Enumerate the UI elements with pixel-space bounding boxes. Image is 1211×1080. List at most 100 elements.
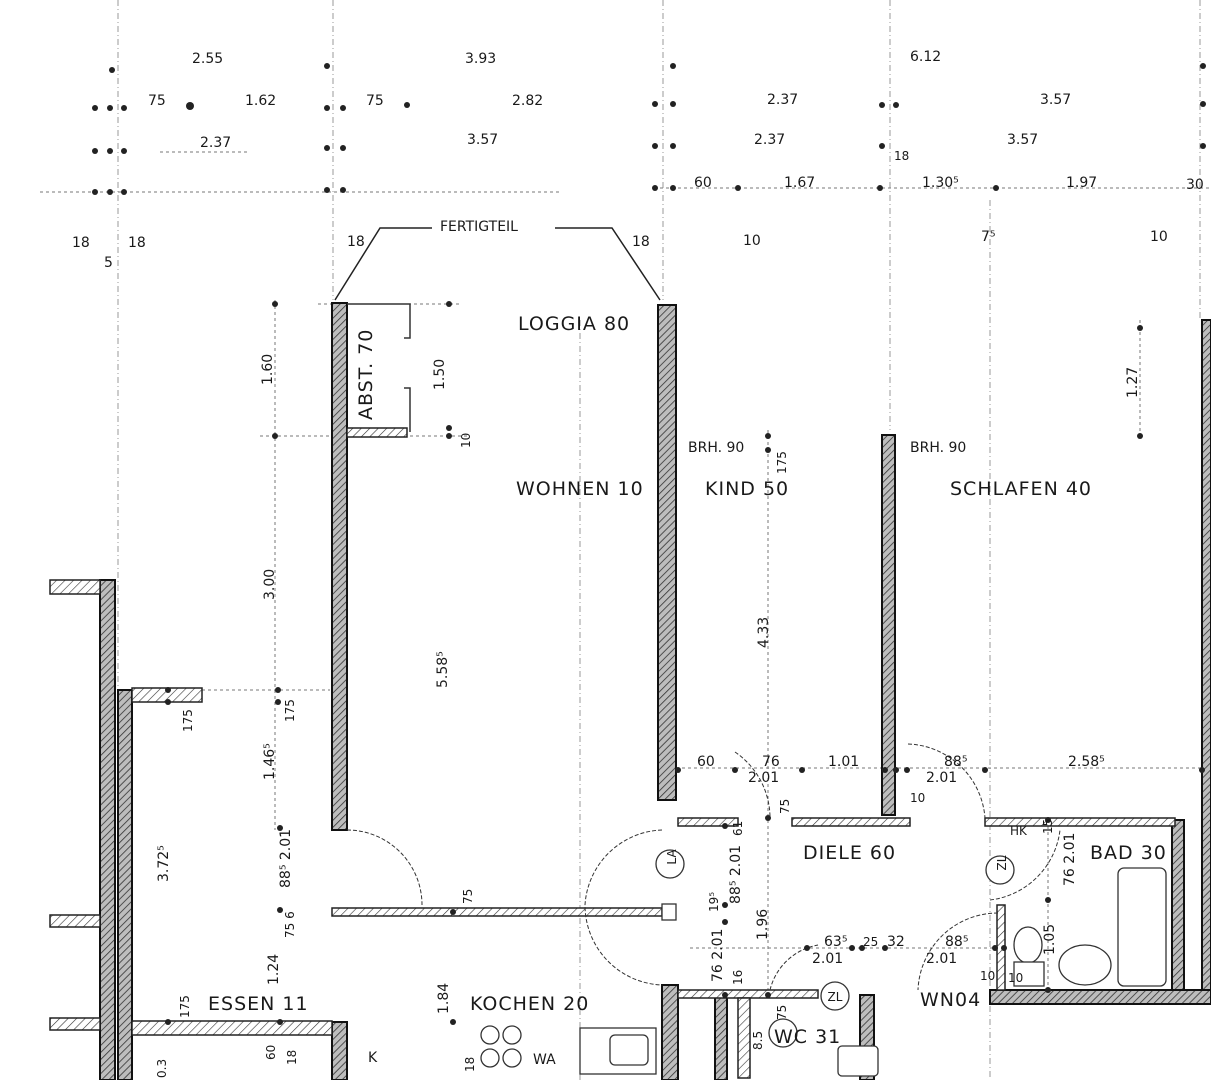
dim-label: 2.37	[767, 92, 798, 108]
zl-symbol-icon	[820, 981, 850, 1011]
dim-label: 75	[775, 1005, 789, 1020]
dim-label: 5	[104, 255, 113, 271]
dim-label: 5.58⁵	[435, 651, 451, 688]
room-schlafen: SCHLAFEN 40	[950, 478, 1092, 500]
dim-label: 3.57	[1007, 132, 1038, 148]
dim-label: 18	[347, 234, 365, 250]
dim-label: 1.01	[828, 754, 859, 770]
dim-label: 10	[743, 233, 761, 249]
dim-label: 75	[148, 93, 166, 109]
bad-toilet-icon	[1013, 926, 1043, 964]
fixtures	[480, 849, 1167, 1077]
dim-label: 2.37	[754, 132, 785, 148]
dim-label: 2.37	[200, 135, 231, 151]
room-labels: LOGGIA 80 ABST. 70 WOHNEN 10 KIND 50 SCH…	[208, 313, 1167, 1068]
dim-label: 2.58⁵	[1068, 754, 1105, 770]
dim-label: 75	[461, 889, 475, 904]
wa-label: WA	[533, 1052, 556, 1068]
details	[334, 227, 1061, 991]
dim-label: 18	[285, 1050, 299, 1065]
dim-label: 1.30⁵	[922, 175, 959, 191]
dim-label: 75	[778, 799, 792, 814]
dim-label: 175	[181, 709, 195, 732]
dim-label: 1.27	[1125, 367, 1141, 398]
dim-label: 3.72⁵	[156, 845, 172, 882]
dim-label: 18	[632, 234, 650, 250]
bathtub-icon	[1117, 867, 1167, 987]
room-kochen: KOCHEN 20	[470, 993, 589, 1015]
dim-label: 10	[1150, 229, 1168, 245]
dim-label: 63⁵	[824, 934, 847, 950]
dim-label: 175	[283, 699, 297, 722]
room-abst: ABST. 70	[355, 329, 377, 420]
dim-label: 32	[887, 934, 905, 950]
dim-label: 2.01	[812, 951, 843, 967]
dim-label: 1.67	[784, 175, 815, 191]
dim-label: 88⁵	[944, 754, 967, 770]
dim-label: 7⁵	[981, 229, 996, 245]
stove-icon	[480, 1025, 500, 1045]
dim-label: 6.12	[910, 49, 941, 65]
dim-label: 10	[459, 433, 473, 448]
dim-label: 19⁵	[707, 892, 721, 912]
dim-label: 76	[762, 754, 780, 770]
hk-label: HK	[1010, 824, 1028, 838]
dim-label: 3.00	[262, 569, 278, 600]
dim-label: 175	[178, 995, 192, 1018]
la-label: LA	[665, 849, 679, 865]
dim-label: 2.82	[512, 93, 543, 109]
dim-label: 1.60	[260, 354, 276, 385]
k-label: K	[368, 1050, 378, 1066]
dim-label: 175	[775, 451, 789, 474]
dim-label: 3.57	[1040, 92, 1071, 108]
dim-label: 60	[264, 1045, 278, 1060]
dim-label: 0.3	[155, 1059, 169, 1078]
grid-lines	[40, 0, 1211, 1080]
dim-label: 25	[863, 935, 878, 949]
dim-label: 18	[72, 235, 90, 251]
dim-label: 1.05	[1042, 924, 1058, 955]
dimension-dots	[92, 63, 1206, 1025]
dim-label: 15	[1041, 819, 1055, 834]
dim-label: 2.55	[192, 51, 223, 67]
zl-label: ZL	[995, 855, 1009, 870]
dim-label: 75	[366, 93, 384, 109]
dim-label: 1.24	[266, 954, 282, 985]
fertigteil-label: FERTIGTEIL	[440, 219, 518, 235]
dim-label: 1.97	[1066, 175, 1097, 191]
dim-label: 1.46⁵	[262, 743, 278, 780]
brh-label: BRH. 90	[910, 440, 966, 456]
dim-label: 18	[463, 1057, 477, 1072]
walls	[49, 302, 1211, 1080]
dim-label: 1.84	[436, 983, 452, 1014]
dim-label: 18	[894, 149, 909, 163]
dim-label: 8.5	[751, 1031, 765, 1050]
dim-label: 1.62	[245, 93, 276, 109]
dim-label: 2.01	[926, 951, 957, 967]
dim-label: 60	[697, 754, 715, 770]
brh-label: BRH. 90	[688, 440, 744, 456]
room-diele: DIELE 60	[803, 842, 896, 864]
room-wc: WC 31	[774, 1026, 841, 1048]
dim-label: 16	[731, 970, 745, 985]
room-bad: BAD 30	[1090, 842, 1167, 864]
dim-label: 88⁵ 2.01	[278, 829, 294, 888]
room-wohnen: WOHNEN 10	[516, 478, 644, 500]
dim-label: 10	[910, 791, 925, 805]
dim-label: 1.50	[432, 359, 448, 390]
dim-label: 61	[731, 821, 745, 836]
inner-dimensions: 1.60 1.50 10 175 1.27 3.00 5.58⁵ 4.33 17…	[155, 354, 1141, 1078]
dim-label: 88⁵	[945, 934, 968, 950]
dim-label: 30	[1186, 177, 1204, 193]
dim-label: 2.01	[926, 770, 957, 786]
zl-symbol-icon	[985, 855, 1015, 885]
room-loggia: LOGGIA 80	[518, 313, 630, 335]
wc-sink-icon	[837, 1045, 879, 1077]
dim-label: 60	[694, 175, 712, 191]
dim-label: 75 6	[283, 911, 297, 938]
room-essen: ESSEN 11	[208, 993, 309, 1015]
wc-toilet-icon	[768, 1018, 798, 1048]
dim-label: 10	[1008, 971, 1023, 985]
dim-label: 76 2.01	[1062, 833, 1078, 886]
